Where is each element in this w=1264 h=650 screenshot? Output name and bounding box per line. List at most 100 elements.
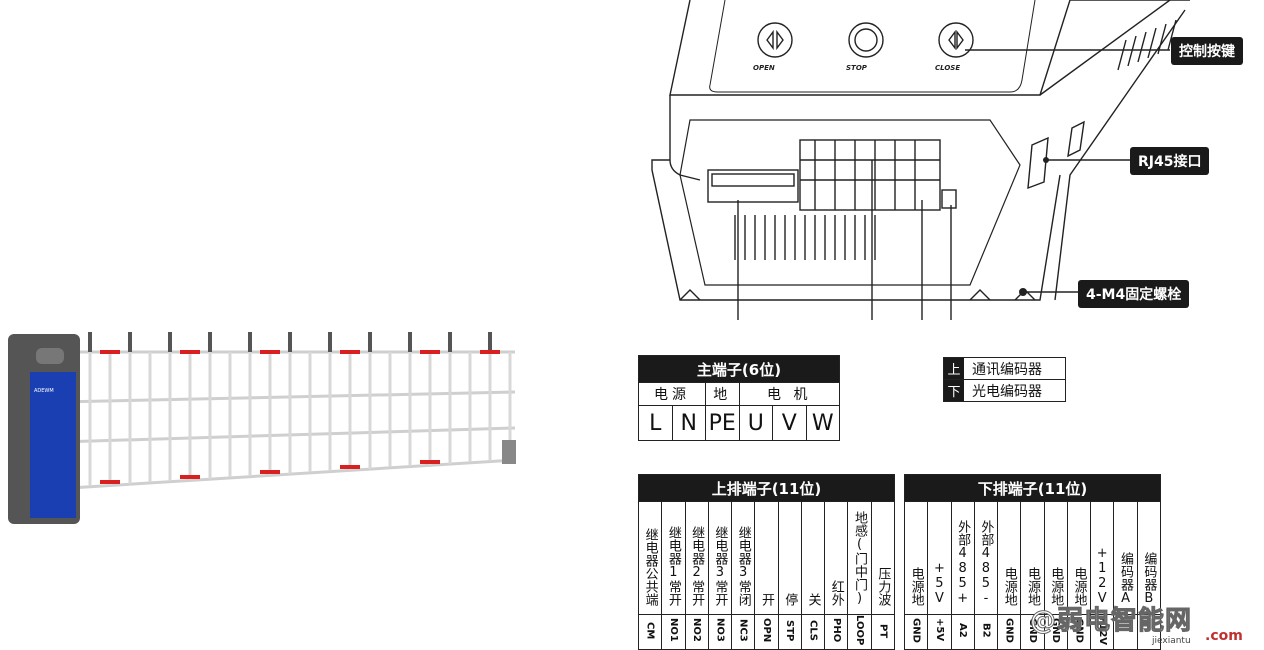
upper-pin-desc: 开 — [754, 501, 779, 615]
encoder-upper-key: 上 — [944, 358, 964, 379]
lower-pin-desc: 外部485- — [973, 501, 999, 615]
upper-pin-code: STP — [777, 613, 802, 650]
lower-pin-desc-text: 编码器A — [1118, 552, 1134, 606]
control-buttons-callout: 控制按键 — [1171, 37, 1243, 65]
lower-pin-code-text: GND — [1073, 617, 1085, 643]
encoder-lower-key: 下 — [944, 380, 964, 401]
lower-terminal-title: 下排端子(11位) — [904, 474, 1161, 502]
upper-pin-desc-text: 停 — [782, 593, 798, 606]
pin-PE: PE — [705, 405, 740, 441]
controller-box-drawing — [651, 0, 1190, 320]
lower-pin-code: +5V — [927, 613, 952, 650]
watermark-domain: .com — [1205, 628, 1243, 644]
upper-pin-code-text: NO2 — [691, 618, 703, 643]
lower-pin-desc-text: 电源地 — [1001, 567, 1017, 606]
upper-pin-code: NO2 — [684, 613, 709, 650]
upper-pin-code: NC3 — [731, 613, 756, 650]
stop-button-label: STOP — [846, 64, 867, 72]
pin-L: L — [638, 405, 673, 441]
upper-pin-desc: 继电器2常开 — [684, 501, 709, 615]
bolts-callout: 4-M4固定螺栓 — [1078, 280, 1190, 308]
upper-pin-code-text: CLS — [807, 619, 819, 641]
lower-pin-code-text: B2 — [980, 622, 992, 638]
upper-pin-desc: 继电器3常闭 — [731, 501, 756, 615]
lower-pin-code-text: GND — [910, 617, 922, 643]
encoder-legend: 上通讯编码器 下光电编码器 — [943, 357, 1066, 402]
upper-pin-code: CM — [637, 613, 663, 650]
encoder-lower-row: 下光电编码器 — [944, 379, 1065, 401]
upper-pin-code-text: NO3 — [714, 618, 726, 643]
lower-pin-code: +12V — [1090, 613, 1115, 650]
lower-pin-code: A2 — [950, 613, 975, 650]
upper-pin-code-text: PT — [877, 623, 889, 638]
upper-pin-desc: 停 — [777, 501, 802, 615]
lower-pin-desc-text: 电源地 — [1048, 567, 1064, 606]
encoder-upper-label: 通讯编码器 — [972, 361, 1042, 378]
upper-pin-code-text: PHO — [830, 618, 842, 643]
upper-pin-desc-text: 继电器1常开 — [665, 526, 681, 606]
lower-pin-code: GND — [903, 613, 929, 650]
upper-pin-desc: 地感(门中门) — [847, 501, 872, 615]
upper-pin-desc: 继电器公共端 — [637, 501, 663, 615]
lower-pin-desc-text: +12V — [1094, 546, 1110, 606]
encoder-upper-row: 上通讯编码器 — [944, 358, 1065, 379]
lower-pin-code: B2 — [973, 613, 999, 650]
lower-pin-desc-text: 外部485- — [978, 520, 994, 606]
upper-pin-desc: 继电器3常开 — [707, 501, 733, 615]
group-power: 电源 — [638, 382, 706, 406]
lower-pin-desc: 电源地 — [1066, 501, 1092, 615]
barrier-gate-illustration: ADEWM — [8, 332, 516, 524]
lower-pin-desc: 电源地 — [903, 501, 929, 615]
upper-pin-code-text: OPN — [760, 618, 772, 643]
group-ground: 地 — [705, 382, 740, 406]
main-terminal-table: 主端子(6位) 电源 地 电 机 L N PE U V W — [638, 355, 840, 441]
open-button-label: OPEN — [753, 64, 775, 72]
upper-pin-desc-text: 继电器3常闭 — [735, 526, 751, 606]
lower-pin-desc-text: +5V — [931, 561, 947, 606]
upper-pin-code-text: LOOP — [854, 615, 866, 646]
pin-V: V — [772, 405, 807, 441]
lower-pin-desc: 电源地 — [1043, 501, 1068, 615]
upper-pin-code: OPN — [754, 613, 779, 650]
upper-pin-desc: 关 — [800, 501, 826, 615]
lower-pin-desc: +12V — [1090, 501, 1115, 615]
upper-pin-desc-text: 继电器公共端 — [642, 528, 658, 606]
upper-pin-desc-text: 压力波 — [875, 567, 891, 606]
lower-pin-desc-text: 电源地 — [908, 567, 924, 606]
upper-pin-code-text: CM — [644, 621, 656, 639]
upper-pin-desc: 红外 — [824, 501, 849, 615]
encoder-lower-label: 光电编码器 — [972, 383, 1042, 400]
main-terminal-title: 主端子(6位) — [638, 355, 840, 383]
upper-terminal-title: 上排端子(11位) — [638, 474, 895, 502]
lower-pin-desc-text: 电源地 — [1024, 567, 1040, 606]
upper-pin-desc: 继电器1常开 — [661, 501, 686, 615]
lower-pin-code-text: GND — [1050, 617, 1062, 643]
upper-pin-desc-text: 继电器3常开 — [712, 526, 728, 606]
lower-pin-code: GND — [997, 613, 1022, 650]
lower-pin-desc-text: 电源地 — [1071, 567, 1087, 606]
lower-pin-code: GND — [1043, 613, 1068, 650]
upper-pin-code: PT — [870, 613, 896, 650]
upper-pin-code: NO1 — [661, 613, 686, 650]
upper-pin-code: LOOP — [847, 613, 872, 650]
lower-pin-desc: 编码器A — [1113, 501, 1138, 615]
upper-pin-desc-text: 地感(门中门) — [852, 511, 868, 606]
lower-pin-code: GND — [1020, 613, 1045, 650]
close-button-label: CLOSE — [935, 64, 961, 72]
upper-pin-desc-text: 继电器2常开 — [689, 526, 705, 606]
upper-pin-desc-text: 红外 — [828, 580, 844, 606]
lower-pin-desc: 编码器B — [1136, 501, 1162, 615]
upper-pin-desc-text: 开 — [758, 593, 774, 606]
upper-pin-code: CLS — [800, 613, 826, 650]
lower-pin-desc: 电源地 — [997, 501, 1022, 615]
pin-N: N — [671, 405, 706, 441]
upper-terminal-table: 上排端子(11位) 继电器公共端继电器1常开继电器2常开继电器3常开继电器3常闭… — [637, 474, 896, 650]
upper-pin-code: PHO — [824, 613, 849, 650]
lower-pin-code-text: GND — [1026, 617, 1038, 643]
watermark: @弱电智能网 — [1029, 600, 1192, 637]
lower-pin-code-text: +5V — [933, 618, 945, 642]
pin-W: W — [805, 405, 840, 441]
svg-text:ADEWM: ADEWM — [34, 388, 54, 394]
upper-pin-code: NO3 — [707, 613, 733, 650]
